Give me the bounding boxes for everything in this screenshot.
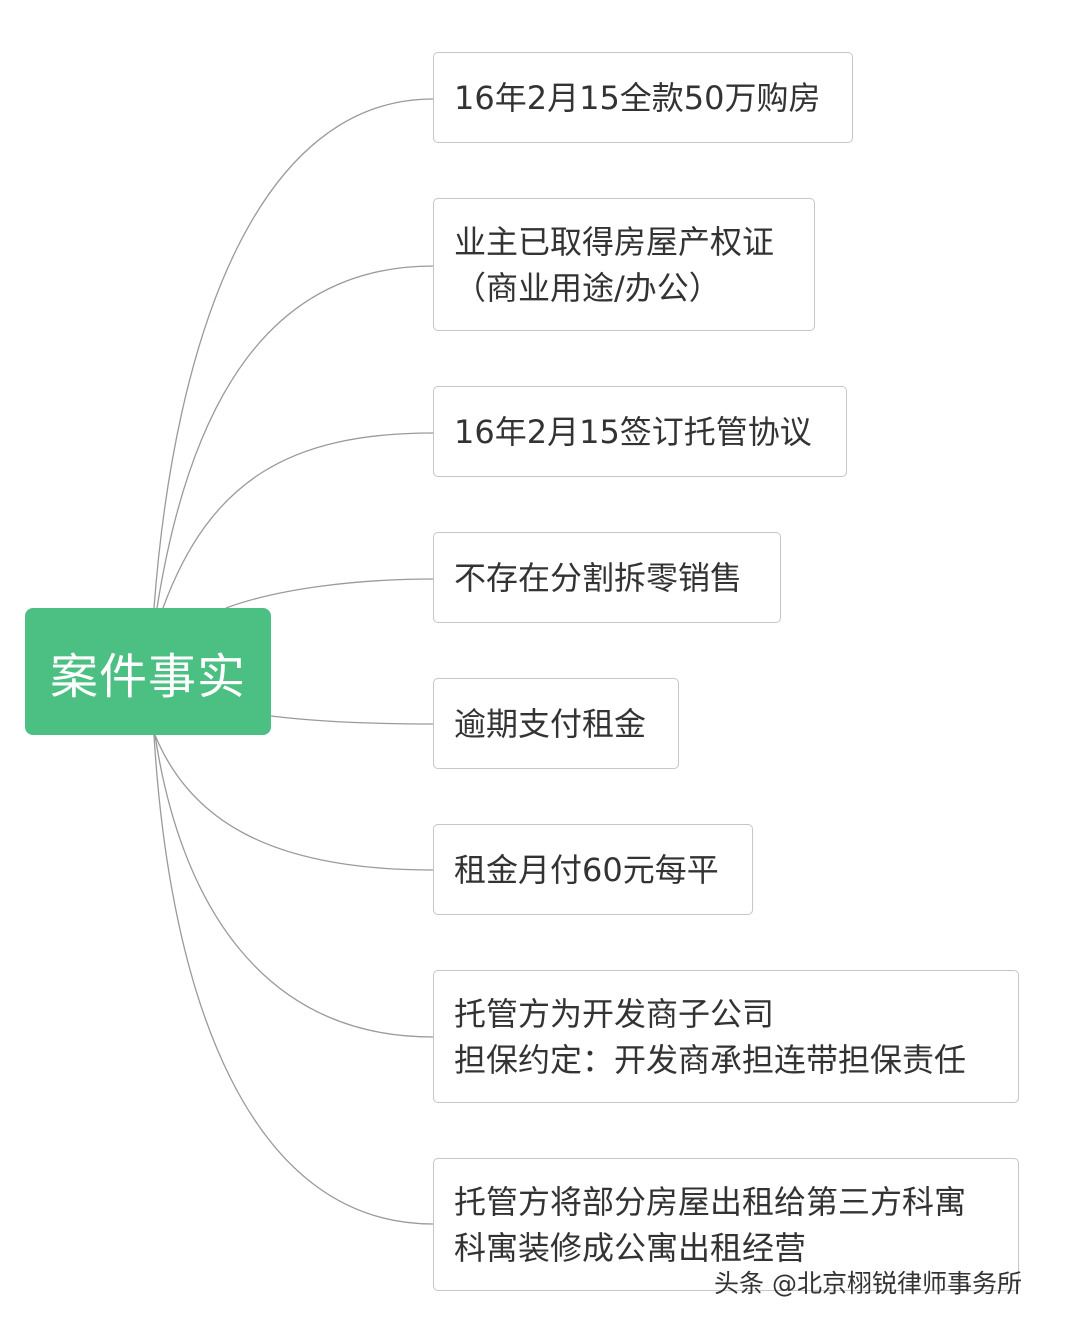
branch-line: 担保约定：开发商承担连带担保责任: [454, 1040, 967, 1079]
branch-node-7: 托管方为开发商子公司 担保约定：开发商承担连带担保责任: [433, 970, 1019, 1103]
root-node: 案件事实: [25, 608, 271, 735]
branch-line: 租金月付60元每平: [454, 850, 719, 889]
branch-node-2: 业主已取得房屋产权证 （商业用途/办公）: [433, 198, 815, 331]
branch-line: 托管方将部分房屋出租给第三方科寓: [454, 1182, 967, 1221]
branch-node-4: 不存在分割拆零销售: [433, 532, 781, 623]
branch-line: 16年2月15全款50万购房: [454, 78, 821, 117]
branch-node-8: 托管方将部分房屋出租给第三方科寓 科寓装修成公寓出租经营: [433, 1158, 1019, 1291]
watermark: 头条 @北京栩锐律师事务所: [714, 1269, 1022, 1298]
connector-3: [162, 432, 434, 609]
branch-line: 不存在分割拆零销售: [454, 558, 743, 597]
connector-5: [270, 715, 434, 725]
connector-7: [154, 734, 434, 1038]
branch-line: 托管方为开发商子公司: [454, 994, 775, 1033]
root-label: 案件事实: [49, 648, 246, 705]
branch-node-6: 租金月付60元每平: [433, 824, 753, 915]
branch-line: 逾期支付租金: [454, 704, 647, 743]
connector-6: [154, 734, 434, 871]
connector-4: [225, 578, 434, 609]
branch-line: 业主已取得房屋产权证: [454, 222, 775, 261]
connector-2: [156, 265, 434, 609]
branch-node-1: 16年2月15全款50万购房: [433, 52, 853, 143]
branch-node-3: 16年2月15签订托管协议: [433, 386, 847, 477]
branch-line: （商业用途/办公）: [454, 268, 721, 307]
branch-node-5: 逾期支付租金: [433, 678, 679, 769]
branch-line: 科寓装修成公寓出租经营: [454, 1228, 807, 1267]
connector-8: [153, 734, 434, 1225]
connector-1: [153, 98, 434, 609]
branch-line: 16年2月15签订托管协议: [454, 412, 812, 451]
